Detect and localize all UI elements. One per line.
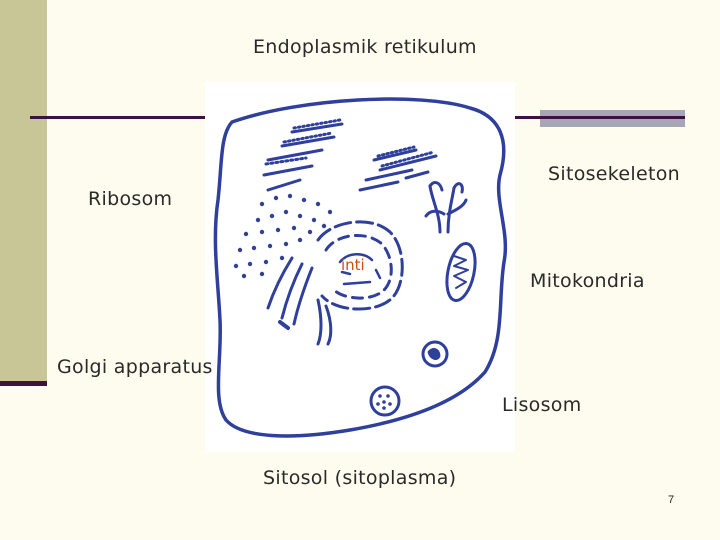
golgi-apparatus bbox=[266, 256, 333, 346]
title-rule-accent bbox=[540, 110, 685, 127]
label-cytoskeleton: Sitosekeleton bbox=[548, 163, 681, 185]
label-ribosome: Ribosom bbox=[88, 188, 173, 210]
free-ribosomes bbox=[233, 193, 333, 279]
mitochondrion bbox=[445, 242, 477, 302]
side-underline bbox=[0, 381, 47, 386]
label-mitochondria: Mitokondria bbox=[530, 270, 645, 292]
title-rule-left bbox=[30, 116, 210, 119]
label-lysosome: Lisosom bbox=[502, 394, 582, 416]
nucleus bbox=[316, 220, 404, 311]
rough-er-right bbox=[358, 145, 438, 192]
side-band bbox=[0, 0, 47, 382]
label-golgi: Golgi apparatus bbox=[57, 356, 213, 378]
lysosome bbox=[369, 385, 401, 417]
rough-er-left bbox=[262, 118, 344, 192]
label-cytosol: Sitosol (sitoplasma) bbox=[263, 467, 457, 489]
cell-membrane bbox=[213, 97, 508, 438]
label-nucleus: inti bbox=[341, 256, 365, 274]
cytoskeleton bbox=[424, 181, 468, 234]
title-rule-right bbox=[512, 116, 542, 119]
label-endoplasmic-reticulum: Endoplasmik retikulum bbox=[253, 36, 477, 58]
vesicle bbox=[421, 340, 449, 368]
page-number: 7 bbox=[668, 494, 675, 506]
